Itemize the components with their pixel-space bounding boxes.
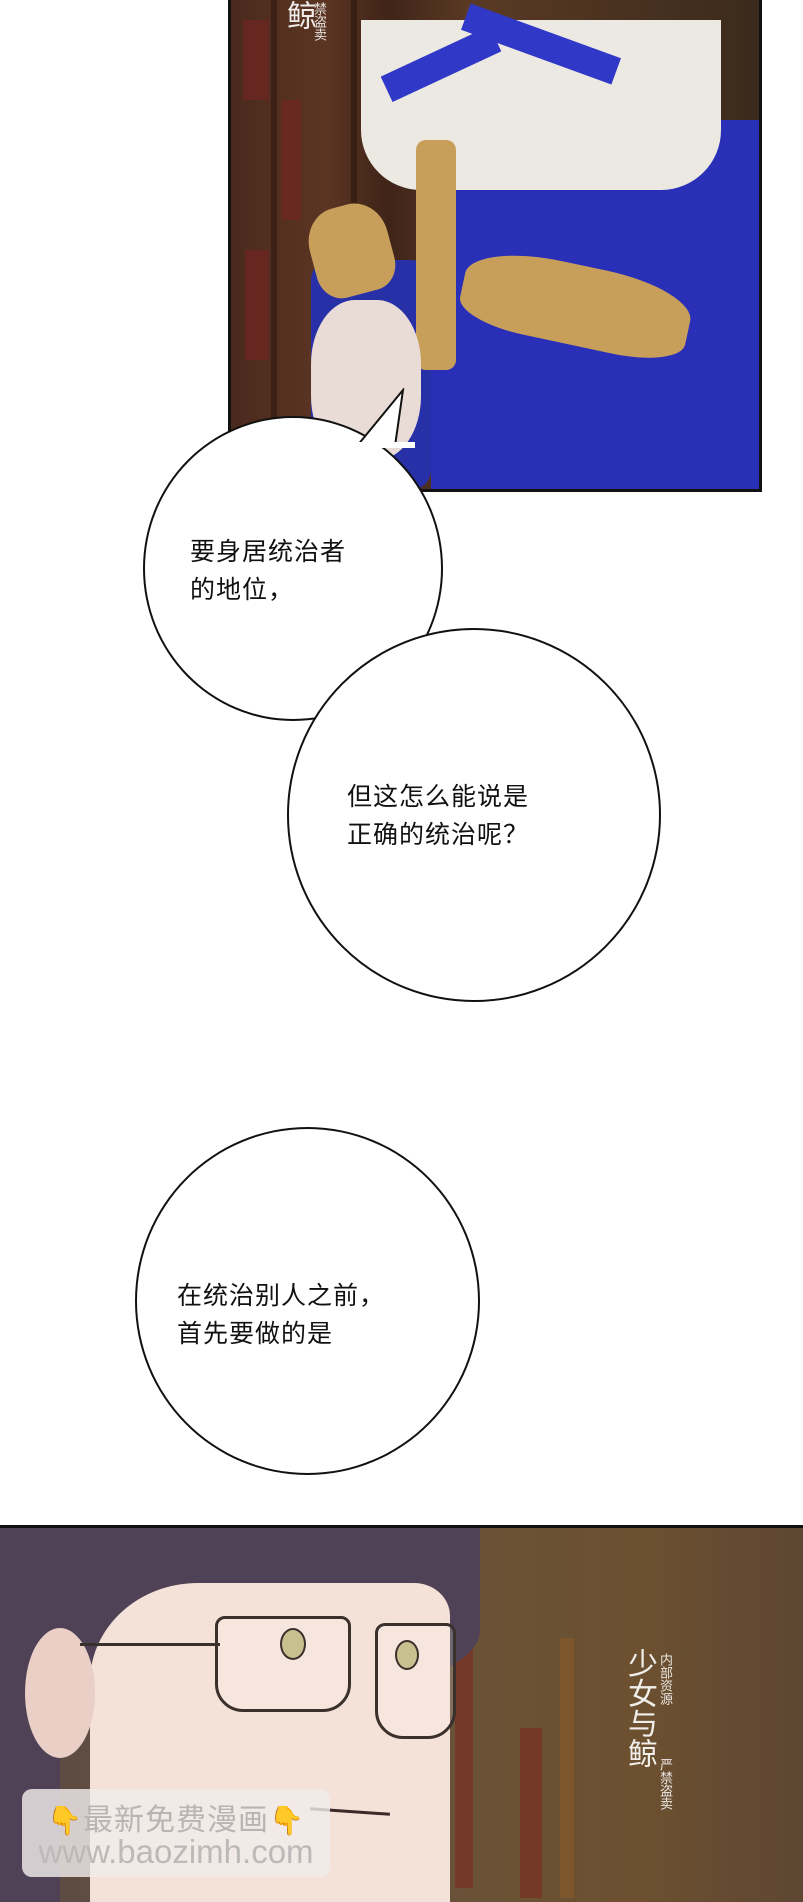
book-spine	[520, 1728, 542, 1898]
book-spine	[245, 250, 269, 360]
watermark-logo: 鲸	[281, 0, 316, 30]
watermark-logo: 少女与鲸	[622, 1648, 657, 1768]
speech-bubble-1-text: 要身居统治者 的地位，	[190, 533, 346, 609]
bubble-1-tail	[355, 388, 415, 448]
bubble-2-line-1: 但这怎么能说是	[347, 782, 530, 811]
watermark-side-text-2: 严禁盗卖	[657, 1758, 672, 1810]
book-spine	[455, 1588, 473, 1888]
bookshelf-divider	[271, 0, 277, 489]
eye-left	[280, 1628, 306, 1660]
speech-bubble-3-text: 在统治别人之前， 首先要做的是	[177, 1277, 385, 1353]
book-spine	[560, 1638, 574, 1898]
glasses-lens-right	[375, 1623, 456, 1739]
eye-right	[395, 1640, 419, 1670]
bubble-3-line-2: 首先要做的是	[177, 1319, 334, 1348]
glasses-temple	[80, 1643, 220, 1646]
watermark-side-text-1: 内部资源	[657, 1653, 672, 1705]
bubble-3-line-1: 在统治别人之前，	[177, 1281, 386, 1310]
book-spine	[243, 20, 269, 100]
top-panel-girl-blue-dress: 鲸 禁盗卖	[228, 0, 762, 492]
gold-trim	[416, 140, 456, 370]
speech-bubble-2-text: 但这怎么能说是 正确的统治呢？	[347, 778, 529, 854]
promo-banner[interactable]: 👇最新免费漫画👇 www.baozimh.com	[22, 1789, 330, 1877]
promo-title: 最新免费漫画	[83, 1803, 269, 1838]
watermark-side-text: 禁盗卖	[311, 2, 326, 41]
bubble-1-line-1: 要身居统治者	[190, 537, 347, 566]
promo-url-link[interactable]: www.baozimh.com	[38, 1833, 314, 1870]
speech-bubble-3: 在统治别人之前， 首先要做的是	[135, 1127, 480, 1475]
speech-bubble-2: 但这怎么能说是 正确的统治呢？	[287, 628, 661, 1002]
book-spine	[281, 100, 301, 220]
bubble-2-line-2: 正确的统治呢？	[347, 820, 530, 849]
ear	[25, 1628, 95, 1758]
bubble-1-line-2: 的地位，	[190, 575, 295, 604]
pointing-down-icon: 👇	[269, 1804, 305, 1837]
glasses-lens-left	[215, 1616, 351, 1712]
promo-line-1: 👇最新免费漫画👇	[22, 1795, 330, 1839]
pointing-down-icon: 👇	[47, 1804, 83, 1837]
